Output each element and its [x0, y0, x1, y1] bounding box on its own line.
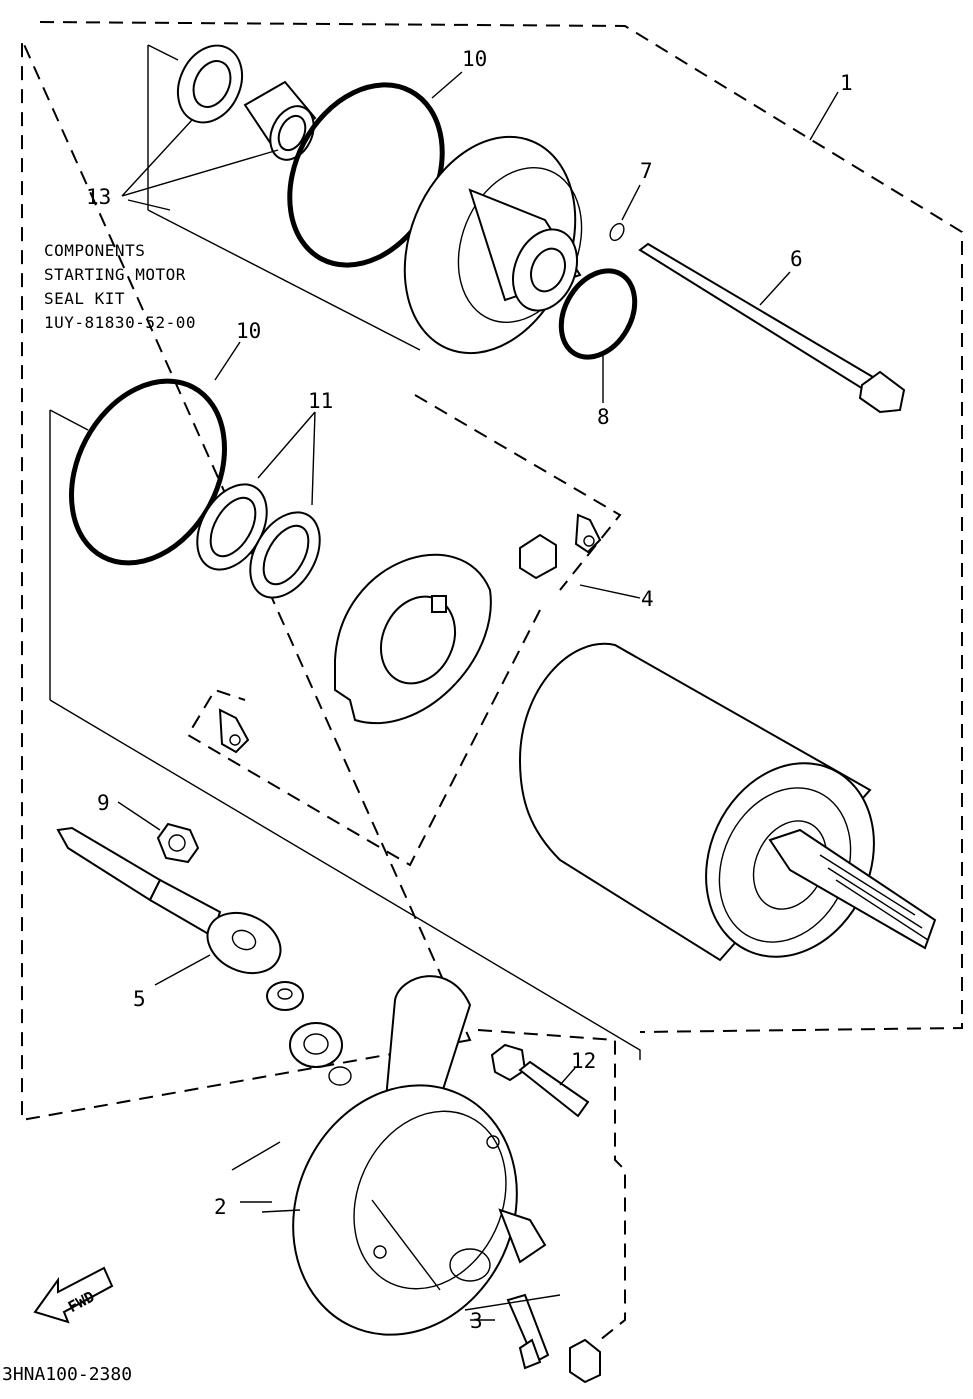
- callout-7: 7: [640, 159, 653, 183]
- leader-3: [371, 1199, 561, 1321]
- brush-spring-bottom: [218, 708, 250, 754]
- leader-10b: [214, 341, 241, 381]
- callout-13: 13: [86, 185, 111, 209]
- terminal-nut: [266, 981, 304, 1011]
- callout-12: 12: [571, 1049, 596, 1073]
- leader-10a: [431, 71, 463, 99]
- leader-9: [117, 801, 161, 831]
- oil-seal: [176, 44, 244, 124]
- yoke-housing: [518, 642, 875, 962]
- needle-bearing: [243, 80, 317, 161]
- seal-kit-bracket-upper: [147, 44, 421, 351]
- brush-spring-top: [574, 513, 602, 554]
- leader-11: [257, 411, 316, 506]
- seal-kit-bracket-lower: [49, 409, 641, 1060]
- leader-6: [759, 271, 791, 306]
- callout-8: 8: [597, 405, 610, 429]
- leader-4: [579, 584, 641, 599]
- brush-holder-plate: [334, 553, 492, 725]
- seal-kit-note: COMPONENTS STARTING MOTOR SEAL KIT 1UY-8…: [44, 241, 196, 332]
- rear-cover: [292, 975, 547, 1336]
- callout-9: 9: [97, 791, 110, 815]
- starter-cable: [56, 826, 282, 975]
- callout-11: 11: [308, 389, 333, 413]
- callout-10a: 10: [462, 47, 487, 71]
- note-line-3: SEAL KIT: [44, 289, 125, 308]
- front-cover: [403, 135, 583, 355]
- terminal-bolt: [506, 1293, 601, 1384]
- callout-4: 4: [641, 587, 654, 611]
- callout-5: 5: [133, 987, 146, 1011]
- nut: [156, 822, 200, 864]
- note-line-1: COMPONENTS: [44, 241, 145, 260]
- fwd-arrow-icon: FWD: [33, 1266, 114, 1324]
- leader-5: [154, 954, 211, 986]
- rear-bolt: [490, 1043, 590, 1118]
- leader-2: [231, 1141, 301, 1213]
- callout-10b: 10: [236, 319, 261, 343]
- washers: [196, 483, 321, 599]
- callout-1: 1: [840, 71, 853, 95]
- through-bolt: [638, 242, 906, 414]
- o-ring-8: [558, 268, 638, 360]
- callout-3: 3: [470, 1309, 483, 1333]
- brush-set-outline: [186, 394, 622, 867]
- brush: [519, 533, 557, 580]
- leader-7: [621, 184, 641, 221]
- terminal-o-ring: [328, 1066, 352, 1086]
- note-line-4: 1UY-81830-52-00: [44, 313, 196, 332]
- terminal-washer: [289, 1022, 343, 1068]
- callout-6: 6: [790, 247, 803, 271]
- leader-12: [559, 1067, 576, 1086]
- o-ring-small: [609, 222, 625, 242]
- leader-1: [809, 91, 839, 141]
- armature-shaft: [768, 828, 937, 950]
- callout-2: 2: [214, 1195, 227, 1219]
- leader-13: [121, 119, 279, 211]
- note-line-2: STARTING MOTOR: [44, 265, 186, 284]
- drawing-code: 3HNA100-2380: [2, 1364, 132, 1385]
- rear-cover-outline: [477, 1029, 626, 1341]
